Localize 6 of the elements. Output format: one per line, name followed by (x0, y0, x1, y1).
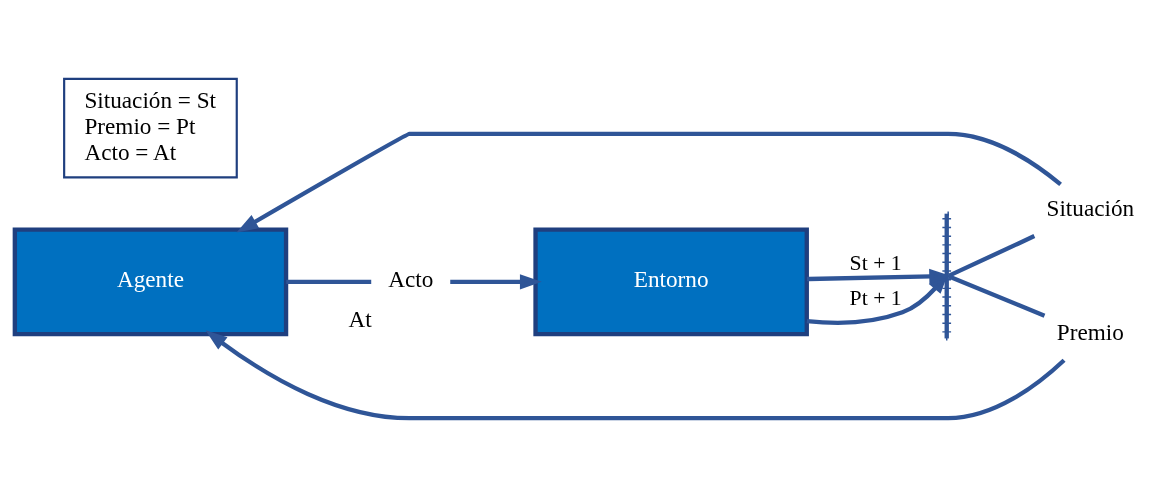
node-label: At (348, 305, 372, 332)
node-text: Premio (1056, 318, 1124, 345)
node-text: Situación (1046, 195, 1135, 222)
edge-label: St + 1 (849, 251, 902, 276)
edge-label: Pt + 1 (849, 286, 902, 311)
node-text: Acto (388, 266, 434, 293)
